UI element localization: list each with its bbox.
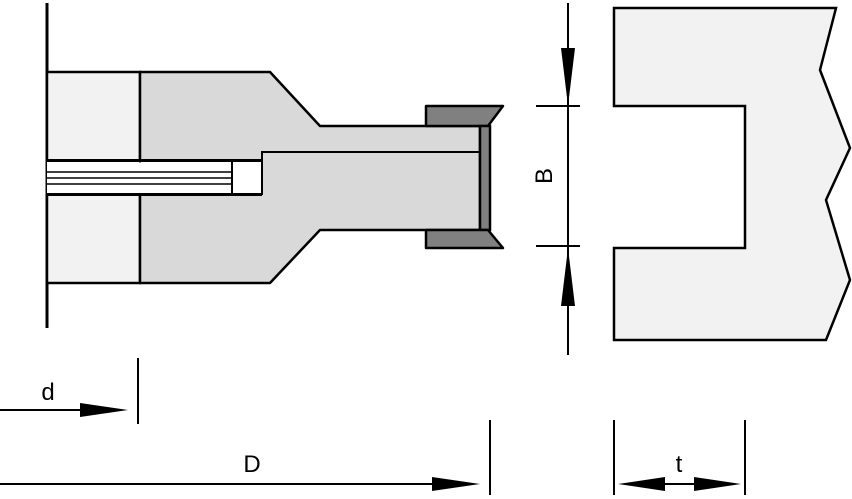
bore-key-slot xyxy=(231,160,263,195)
dimension-d-large: D xyxy=(0,420,491,495)
cutter-side-view xyxy=(45,3,505,328)
dimension-big-d-label: D xyxy=(243,451,260,478)
carbide-tip-bottom xyxy=(424,228,505,250)
b-arrow-top xyxy=(561,48,575,106)
workpiece-groove-profile xyxy=(612,6,852,342)
t-arrow-left xyxy=(618,477,665,491)
carbide-tip-top xyxy=(424,104,505,128)
dimension-t-label: t xyxy=(676,451,683,478)
big-d-arrow xyxy=(432,477,480,491)
d-arrow xyxy=(80,403,128,417)
dimension-t: t xyxy=(613,420,746,495)
dimension-d-label: d xyxy=(41,379,54,406)
dimension-b-label: B xyxy=(531,168,558,184)
carbide-tip-face xyxy=(478,124,492,232)
dimension-b: B xyxy=(531,3,580,355)
b-arrow-bottom xyxy=(561,248,575,306)
dimension-d-small: d xyxy=(0,358,139,424)
t-arrow-right xyxy=(694,477,741,491)
